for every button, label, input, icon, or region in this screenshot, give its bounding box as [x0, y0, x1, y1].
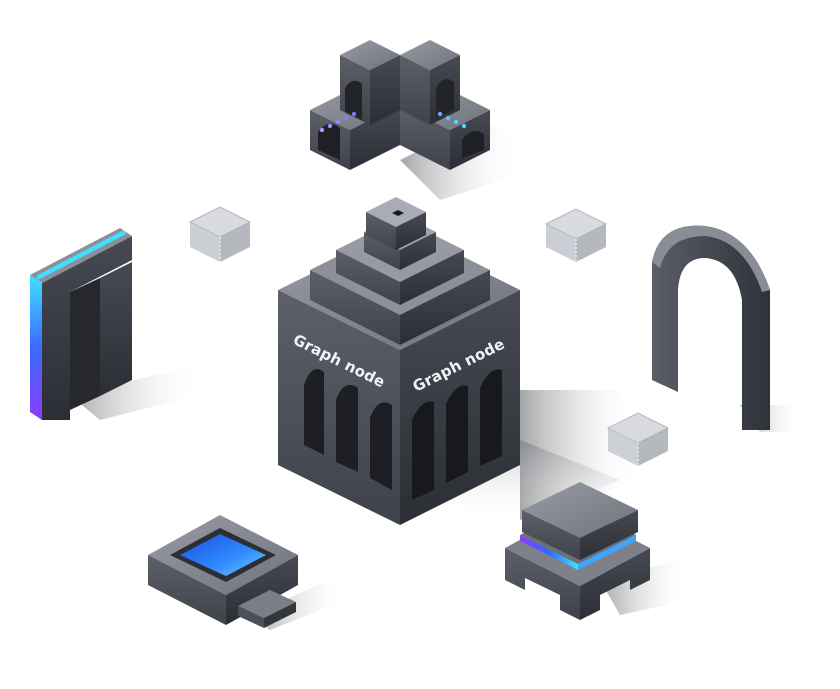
- portal-arch-icon: [30, 228, 200, 420]
- pool-block-icon: [148, 515, 345, 630]
- indicator-lights-icon: [319, 111, 467, 133]
- table-pedestal-icon: [505, 482, 690, 620]
- round-arch-icon: [652, 225, 800, 432]
- cross-tunnel-structure-icon: [310, 40, 520, 200]
- graph-node-building-icon: Graph node Graph node: [278, 197, 640, 525]
- glass-cube-icon: [188, 206, 252, 262]
- glass-cube-icon: [544, 208, 608, 262]
